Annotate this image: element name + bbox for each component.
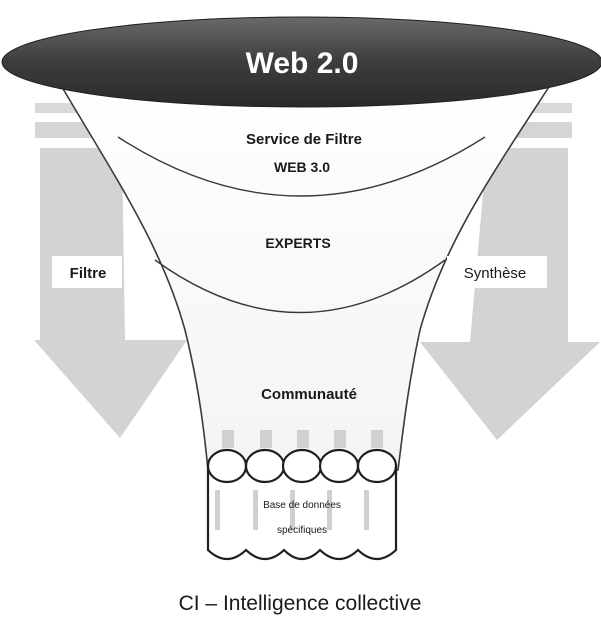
db-cylinder-top	[244, 448, 286, 484]
database-cluster: Base de données spécifiques	[206, 430, 398, 561]
experts-label: EXPERTS	[265, 235, 330, 251]
web20-title: Web 2.0	[246, 47, 359, 80]
synthesis-arrow-stripe	[502, 103, 572, 113]
web20-ellipse	[1, 16, 601, 108]
database-label-line1: Base de données	[263, 500, 341, 511]
database-label-line2: spécifiques	[277, 525, 327, 536]
db-highlight	[215, 490, 220, 530]
synthesis-label: Synthèse	[464, 265, 527, 282]
db-highlight	[364, 490, 369, 530]
db-connector	[371, 430, 383, 448]
synthesis-label-bg	[447, 256, 547, 288]
synthesis-arrow-shape	[420, 148, 600, 440]
db-connector	[222, 430, 234, 448]
layer-divider-2	[154, 259, 446, 314]
diagram-caption: CI – Intelligence collective	[179, 592, 422, 615]
db-cylinder-top	[318, 448, 360, 484]
db-cylinder-top	[356, 448, 398, 484]
db-cylinder-top	[206, 448, 248, 484]
filter-arrow-stripe	[35, 103, 85, 113]
filter-label: Filtre	[70, 265, 107, 282]
db-connector	[260, 430, 272, 448]
db-highlight	[327, 490, 332, 530]
web30-label: WEB 3.0	[274, 159, 330, 175]
db-highlight	[253, 490, 258, 530]
community-label: Communauté	[261, 386, 357, 403]
db-cylinder-top	[281, 448, 323, 484]
db-cylinder-body	[206, 463, 398, 561]
db-highlight	[290, 490, 295, 530]
filter-label-bg	[52, 256, 122, 288]
filter-service-label: Service de Filtre	[246, 131, 362, 148]
db-connector	[297, 430, 309, 448]
layer-divider-1	[117, 136, 486, 197]
db-connector	[334, 430, 346, 448]
filter-arrow-shape	[34, 148, 187, 438]
